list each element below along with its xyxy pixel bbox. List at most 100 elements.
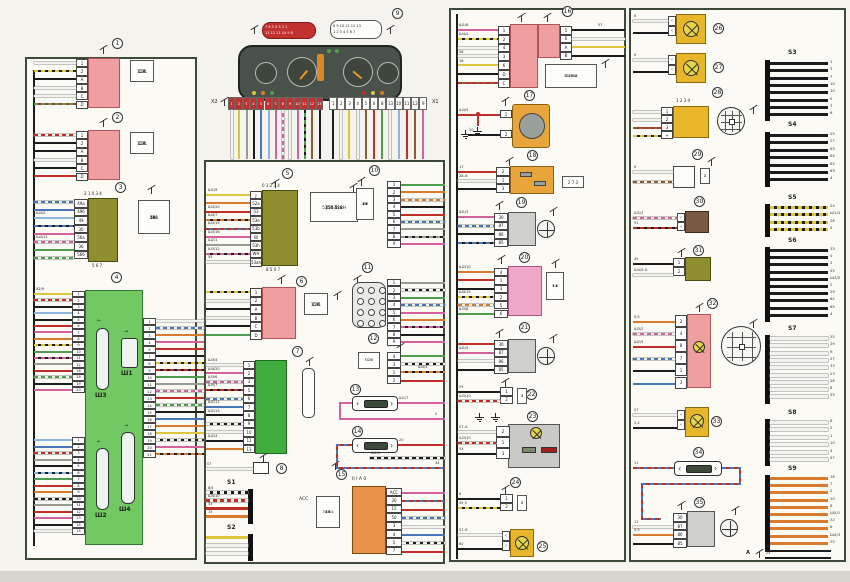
block-1-pins: D (76, 100, 88, 109)
lamp-27-bulb (683, 60, 699, 76)
fuse-clip: ‹ (678, 464, 682, 473)
ground-stroke (464, 138, 467, 139)
wire-label: Ш4/12 (36, 235, 48, 239)
conn-11-pins-grid (357, 320, 364, 327)
block-30 (685, 211, 709, 233)
switch-symbol (258, 452, 268, 462)
conn-11-pins: 4 (387, 301, 401, 309)
component-18: 18 (527, 150, 538, 161)
connector-symbol (249, 24, 259, 34)
relay-19-pins: 85 (494, 238, 508, 247)
block-28-top-label: 1 2 3 4 (676, 98, 690, 103)
rc-trunk (456, 14, 458, 559)
block-2-wires (34, 175, 76, 177)
socket-grid (726, 357, 756, 358)
stub-label: 9 (830, 348, 833, 354)
block-16-pins-left: 6 (498, 61, 510, 70)
stub-label: 16 (830, 474, 835, 479)
s3-connector-stub (770, 91, 828, 95)
block-30-pins: ‹ (677, 222, 685, 231)
mb-wires-lower-left (34, 530, 72, 532)
legend-row: 3 4 (325, 509, 331, 514)
symbol-stroke (281, 277, 282, 284)
symbol-stroke (501, 257, 502, 264)
mb-wires-lower-left (34, 478, 72, 480)
s8-connector-stub (770, 450, 828, 454)
mb-wires-upper-left (34, 376, 72, 379)
block-7-wires (206, 448, 243, 450)
block-18-wires (458, 188, 496, 191)
s3-connector (765, 60, 770, 122)
connector-symbol (219, 96, 229, 106)
acc-label: АСС (299, 497, 309, 502)
block-20-wires (458, 295, 494, 298)
ground-stroke (463, 136, 468, 137)
x2-harness (231, 110, 233, 159)
wire-label: Ш3/4 (208, 358, 218, 362)
block-5-wires (206, 261, 250, 264)
conn-10-wires (401, 221, 445, 223)
s4-connector-stub (770, 163, 828, 167)
block-20-pins: 3 (494, 284, 508, 293)
block-16-pins-left: 2 (498, 34, 510, 44)
block-3-pins: 30 (74, 224, 88, 234)
fuse-14-out (398, 444, 445, 446)
relay-19-wires (458, 241, 494, 244)
x1-harness (332, 110, 334, 159)
block-18-pins: 2 (496, 167, 510, 176)
s3-connector-stub (770, 76, 828, 80)
lamp-26-wire1-label: 6 (634, 14, 637, 18)
block-3-pins: 36 (74, 242, 88, 251)
component-22: 22 (526, 389, 537, 400)
block-7-pins: 7 (243, 403, 255, 412)
legend-row: 1 2 1 (136, 140, 148, 146)
telltale (380, 91, 384, 95)
conn-24-pins: 2 (500, 502, 513, 511)
block-5-wires (206, 210, 250, 213)
conn-12-wires (401, 363, 445, 366)
conn-24-wire2 (458, 507, 500, 509)
symbol-stroke (553, 209, 554, 216)
s1-connector-stub (206, 499, 248, 502)
mb-pins-right: 1 (143, 318, 156, 325)
conn-10-wires (401, 228, 445, 231)
sh4-label: Ш4 (119, 506, 131, 513)
block-32-wires (633, 321, 675, 323)
s4-connector-stub (770, 171, 828, 174)
block-16-wires-right (572, 37, 625, 40)
bottom-band (0, 571, 850, 582)
sh2-label: Ш2 (95, 512, 107, 519)
s3-connector-stub (770, 83, 828, 87)
mb-pins-right: 2 (143, 325, 156, 332)
s9-connector-stub (770, 534, 828, 538)
block-16-wires-left (458, 29, 498, 31)
mb-pins-right: 12 (143, 388, 156, 395)
conn-11-pins-grid (368, 287, 375, 294)
mb-pins-lower-left: 6 (72, 469, 85, 476)
block-18-pinout: 2 7 3 (562, 176, 584, 188)
block-2-wires (34, 134, 76, 136)
wire-label: 34 (435, 461, 440, 465)
mb-pins-lower-left: 9 (72, 489, 85, 496)
mb-wires-right (156, 390, 204, 392)
legend-row: D B (138, 68, 146, 74)
x2-connector-strip: 6 (264, 97, 272, 110)
symbol-stroke (759, 551, 760, 558)
mb-wires-right (156, 446, 204, 448)
relay-35-wire4 (633, 543, 673, 545)
block-28-pins: 1 (661, 107, 673, 115)
fuse-13-out-label: Ш1/7 (399, 396, 409, 400)
s9-label: S9 (788, 465, 797, 472)
fuse-13-out (398, 402, 445, 404)
relay-21-wires (458, 343, 494, 345)
component-7: 7 (292, 346, 303, 357)
ground-stroke (491, 417, 500, 418)
mb-pins-upper-left: 8 (72, 335, 85, 343)
stub-label: 2 (830, 282, 833, 287)
ground-symbol (491, 413, 500, 422)
mb-wires-right (156, 453, 204, 455)
block-5-wires (206, 244, 250, 247)
x2-harness (245, 110, 248, 159)
